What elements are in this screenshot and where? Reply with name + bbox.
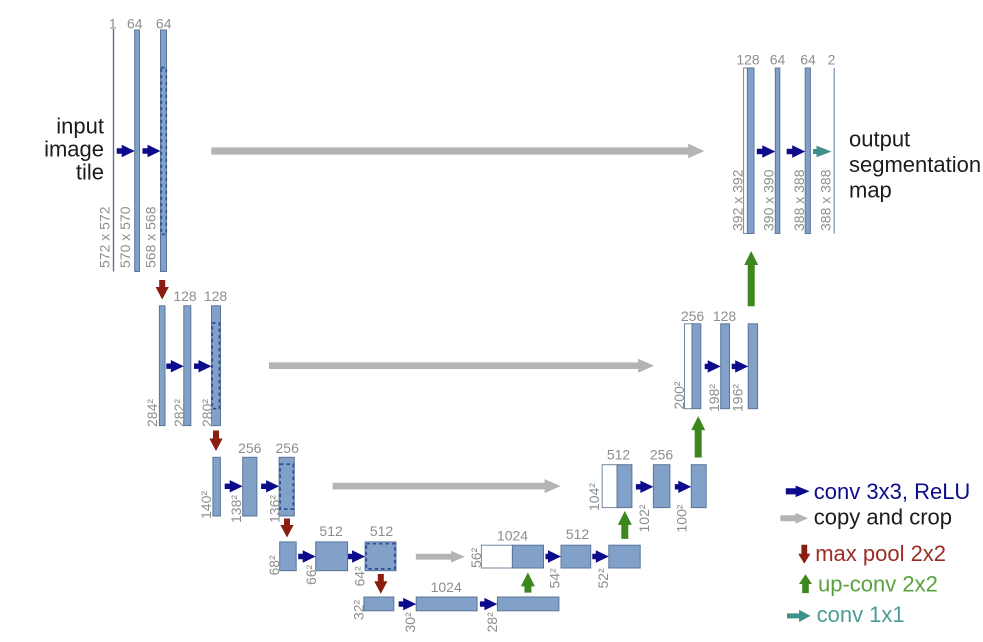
svg-text:map: map	[849, 178, 892, 203]
svg-text:64: 64	[770, 52, 786, 68]
svg-text:64: 64	[156, 16, 172, 32]
svg-text:copy and crop: copy and crop	[814, 505, 952, 530]
svg-text:52²: 52²	[595, 568, 611, 589]
svg-text:conv 3x3, ReLU: conv 3x3, ReLU	[814, 479, 971, 504]
svg-text:128: 128	[173, 288, 197, 304]
svg-text:1: 1	[109, 16, 117, 32]
svg-text:56²: 56²	[468, 547, 484, 568]
svg-text:102²: 102²	[636, 504, 652, 532]
svg-text:198²: 198²	[706, 384, 722, 412]
svg-text:200²: 200²	[671, 381, 687, 409]
svg-text:max pool 2x2: max pool 2x2	[815, 541, 946, 566]
svg-text:input: input	[56, 114, 104, 139]
svg-text:512: 512	[319, 523, 343, 539]
svg-text:64: 64	[127, 16, 143, 32]
svg-text:256: 256	[681, 308, 705, 324]
svg-text:28²: 28²	[484, 612, 500, 633]
svg-text:280²: 280²	[199, 399, 215, 427]
svg-text:up-conv 2x2: up-conv 2x2	[818, 572, 938, 597]
svg-text:284²: 284²	[144, 399, 160, 427]
svg-text:2: 2	[828, 52, 836, 68]
svg-text:572 x 572: 572 x 572	[97, 206, 113, 268]
svg-text:388 x 388: 388 x 388	[817, 169, 833, 231]
svg-text:136²: 136²	[266, 495, 282, 523]
svg-text:128: 128	[713, 308, 737, 324]
svg-text:256: 256	[238, 440, 262, 456]
svg-text:66²: 66²	[303, 564, 319, 585]
svg-text:570 x 570: 570 x 570	[117, 206, 133, 268]
svg-text:512: 512	[607, 447, 631, 463]
svg-text:392 x 392: 392 x 392	[729, 169, 745, 231]
svg-text:30²: 30²	[402, 612, 418, 633]
svg-text:1024: 1024	[431, 579, 462, 595]
svg-text:conv 1x1: conv 1x1	[817, 602, 905, 627]
svg-text:tile: tile	[76, 160, 104, 185]
svg-text:128: 128	[736, 52, 760, 68]
svg-text:54²: 54²	[547, 568, 563, 589]
svg-text:128: 128	[204, 288, 228, 304]
svg-text:138²: 138²	[228, 495, 244, 523]
svg-text:1024: 1024	[497, 527, 528, 543]
svg-text:image: image	[44, 137, 104, 162]
svg-text:104²: 104²	[586, 483, 602, 511]
svg-text:512: 512	[370, 523, 394, 539]
svg-text:output: output	[849, 127, 910, 152]
svg-text:512: 512	[566, 526, 590, 542]
svg-text:568 x 568: 568 x 568	[143, 206, 159, 268]
svg-text:68²: 68²	[266, 555, 282, 576]
svg-text:390 x 390: 390 x 390	[761, 169, 777, 231]
svg-text:140²: 140²	[198, 491, 214, 519]
svg-text:32²: 32²	[351, 599, 367, 620]
svg-text:segmentation: segmentation	[849, 152, 981, 177]
svg-text:282²: 282²	[171, 399, 187, 427]
svg-text:196²: 196²	[730, 384, 746, 412]
svg-text:64²: 64²	[352, 566, 368, 587]
svg-text:64: 64	[800, 52, 816, 68]
svg-text:256: 256	[650, 447, 674, 463]
svg-text:100²: 100²	[674, 504, 690, 532]
svg-text:388 x 388: 388 x 388	[791, 169, 807, 231]
svg-text:256: 256	[276, 440, 300, 456]
